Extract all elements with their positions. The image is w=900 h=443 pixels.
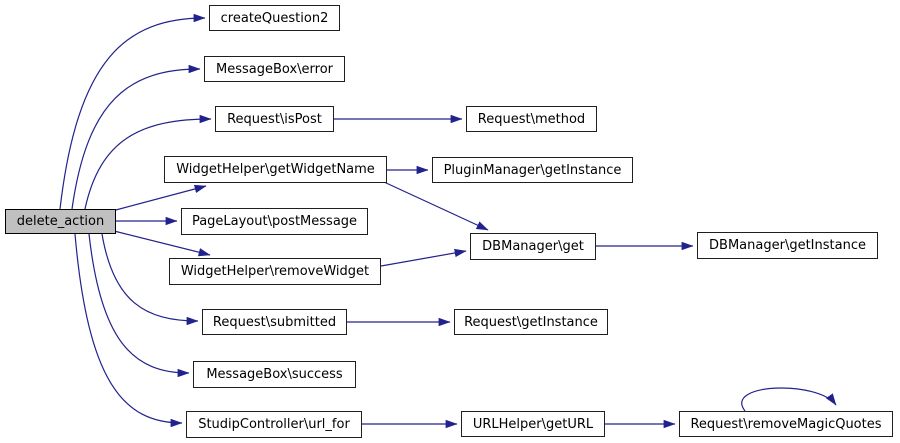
node-dbmanager_getinstance[interactable]: DBManager\getInstance [697, 232, 878, 259]
node-urlhelper_geturl[interactable]: URLHelper\getURL [461, 411, 605, 437]
edge-delete_action-request_submitted [101, 233, 199, 326]
node-widgethelper_removewidget[interactable]: WidgetHelper\removeWidget [169, 258, 381, 285]
edge-delete_action-request_ispost [84, 114, 212, 210]
edge-delete_action-widgethelper_removewidget [113, 230, 211, 257]
node-request_ispost[interactable]: Request\isPost [215, 106, 334, 132]
edge-widgethelper_getwidgetname-dbmanager_get [383, 181, 489, 231]
node-createQuestion2[interactable]: createQuestion2 [209, 5, 340, 31]
edge-delete_action-messagebox_success [88, 233, 190, 378]
edge-widgethelper_removewidget-dbmanager_get [380, 248, 467, 267]
node-messagebox_success[interactable]: MessageBox\success [193, 361, 356, 388]
node-request_getinstance[interactable]: Request\getInstance [454, 309, 608, 335]
node-messagebox_error[interactable]: MessageBox\error [204, 56, 345, 82]
edge-delete_action-messagebox_error [71, 64, 201, 210]
node-request_removemagicquotes[interactable]: Request\removeMagicQuotes [679, 411, 893, 437]
edge-request_removemagicquotes-request_removemagicquotes [741, 387, 837, 412]
node-pluginmanager_getinstance[interactable]: PluginManager\getInstance [432, 157, 633, 183]
node-request_method[interactable]: Request\method [466, 106, 597, 132]
edge-delete_action-createQuestion2 [59, 13, 206, 210]
edge-delete_action-studipcontroller_url_for [74, 233, 183, 428]
node-pagelayout_postmessage[interactable]: PageLayout\postMessage [181, 208, 368, 235]
edge-delete_action-widgethelper_getwidgetname [111, 184, 207, 212]
node-delete_action: delete_action [5, 209, 116, 234]
node-widgethelper_getwidgetname[interactable]: WidgetHelper\getWidgetName [164, 156, 387, 183]
node-request_submitted[interactable]: Request\submitted [202, 309, 347, 335]
node-dbmanager_get[interactable]: DBManager\get [470, 233, 596, 260]
node-studipcontroller_url_for[interactable]: StudipController\url_for [186, 411, 362, 438]
